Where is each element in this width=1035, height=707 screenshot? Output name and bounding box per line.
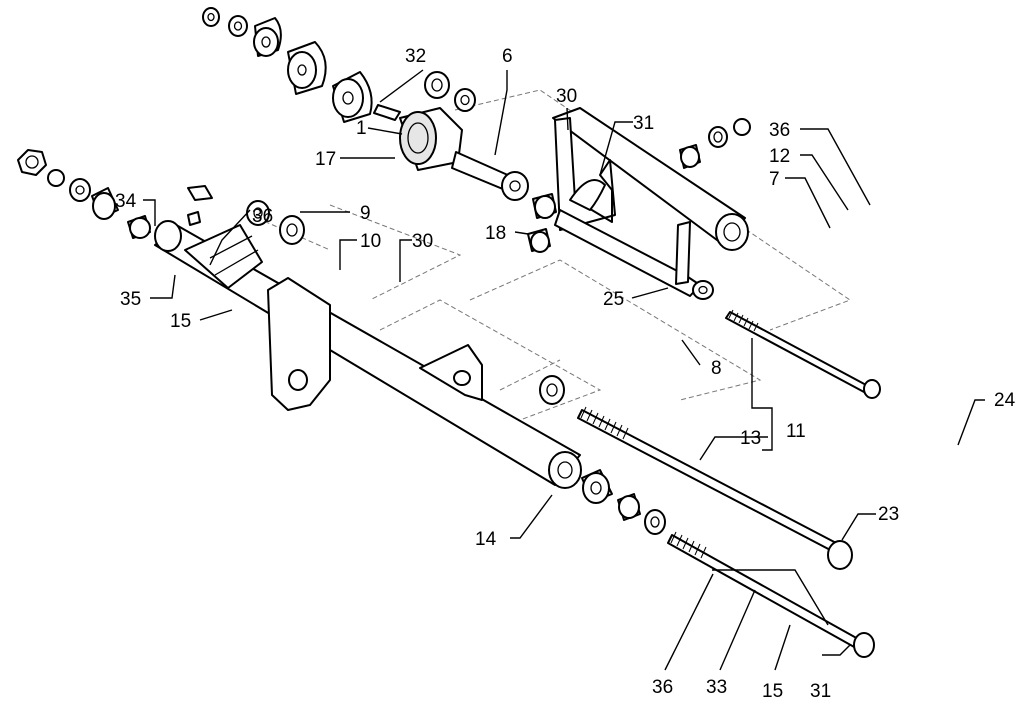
upper-bracket-tube — [552, 107, 749, 300]
callout-31-upper: 31 — [633, 113, 654, 134]
callout-35: 35 — [120, 289, 141, 310]
callout-10: 10 — [360, 231, 381, 252]
small-clips — [187, 185, 213, 226]
pin-and-sleeve — [373, 104, 529, 201]
small-bushings — [527, 193, 557, 253]
long-bolt-lower — [667, 531, 875, 658]
callout-14: 14 — [475, 529, 497, 550]
callout-17: 17 — [315, 149, 336, 170]
upper-bushing-stack — [202, 7, 476, 123]
long-bolt-middle — [539, 375, 853, 570]
callout-labels: 32 6 30 31 1 17 36 12 7 34 36 9 18 10 30… — [115, 46, 1016, 702]
middle-washers — [246, 200, 305, 245]
callout-30-upper: 30 — [556, 86, 577, 107]
callout-9: 9 — [360, 203, 371, 224]
callout-6: 6 — [502, 46, 513, 67]
callout-33: 33 — [706, 677, 727, 698]
left-washer-stack — [17, 149, 151, 239]
right-washer-stack — [679, 118, 751, 169]
callout-31-lower: 31 — [810, 681, 831, 702]
callout-30-middle: 30 — [412, 231, 433, 252]
callout-15-lower: 15 — [762, 681, 783, 702]
leader-lines — [143, 69, 985, 671]
lower-washer-stack — [581, 469, 666, 535]
callout-18: 18 — [485, 223, 506, 244]
long-bolt-upper — [725, 309, 881, 399]
callout-34: 34 — [115, 191, 137, 212]
callout-25: 25 — [603, 289, 624, 310]
main-tube — [154, 220, 582, 489]
callout-36-middle: 36 — [252, 206, 273, 227]
callout-36-lower: 36 — [652, 677, 673, 698]
callout-12: 12 — [769, 146, 790, 167]
callout-15-left: 15 — [170, 311, 191, 332]
callout-7: 7 — [769, 169, 780, 190]
callout-32: 32 — [405, 46, 426, 67]
callout-24: 24 — [994, 390, 1016, 411]
callout-36-upper: 36 — [769, 120, 790, 141]
callout-1: 1 — [356, 118, 367, 139]
callout-13: 13 — [740, 428, 761, 449]
callout-23: 23 — [878, 504, 899, 525]
callout-11: 11 — [786, 421, 806, 442]
callout-8: 8 — [711, 358, 722, 379]
